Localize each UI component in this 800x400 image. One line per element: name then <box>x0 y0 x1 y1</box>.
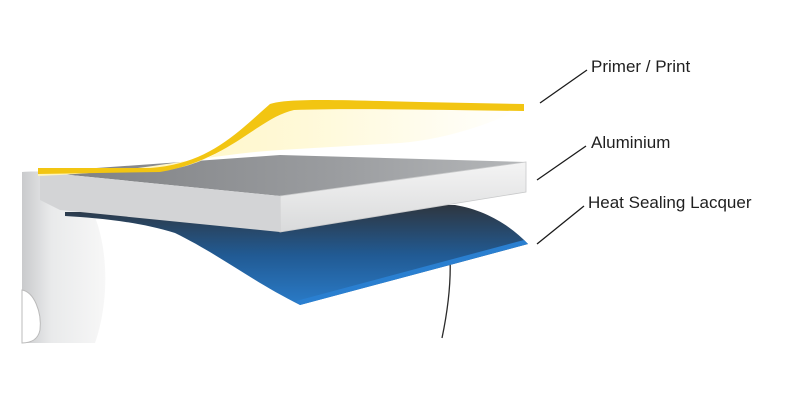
lacquer-front-edge <box>296 240 528 305</box>
primer-layer <box>38 100 524 176</box>
lacquer-layer <box>65 205 528 305</box>
label-heat-sealing-lacquer: Heat Sealing Lacquer <box>588 193 752 212</box>
leader-line-aluminium <box>536 145 587 181</box>
label-aluminium: Aluminium <box>591 133 670 152</box>
primer-top-edge <box>38 100 524 174</box>
leader-line-primer <box>539 69 588 104</box>
primer-underside <box>38 104 524 176</box>
roll-core-hole <box>21 289 41 344</box>
leader-line-lacquer <box>536 205 585 245</box>
lacquer-surface <box>65 205 528 305</box>
label-primer-print: Primer / Print <box>591 57 690 76</box>
aluminium-side-edge <box>40 172 280 232</box>
